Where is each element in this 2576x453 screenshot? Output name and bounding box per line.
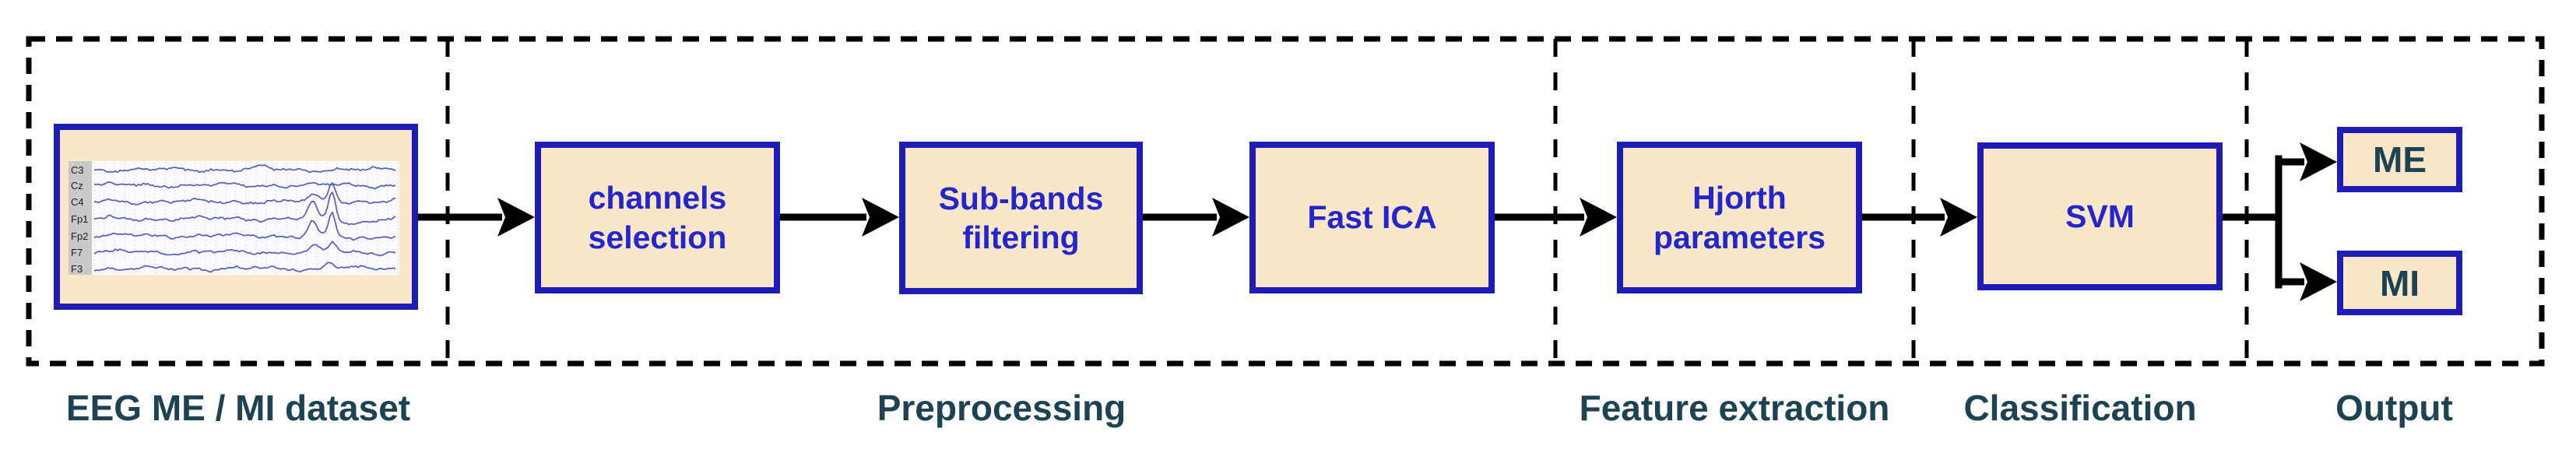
eeg-trace xyxy=(93,241,396,257)
node-output-me: ME xyxy=(2337,127,2462,192)
eeg-channel-label: C3 xyxy=(71,164,84,176)
eeg-trace xyxy=(93,211,396,241)
eeg-trace xyxy=(93,164,396,174)
arrow-dataset-to-channels xyxy=(418,198,535,237)
eeg-trace xyxy=(93,182,396,205)
eeg-channel-label: F7 xyxy=(71,247,83,258)
eeg-trace xyxy=(93,262,396,273)
section-label-feature-extraction: Feature extraction xyxy=(1579,388,1890,428)
node-hjorth-parameters: Hjorth parameters xyxy=(1617,142,1862,293)
arrow-subbands-to-fastica xyxy=(1143,198,1249,237)
eeg-channel-label: Fp1 xyxy=(71,213,89,225)
eeg-trace xyxy=(93,191,396,226)
arrow-svm-branch xyxy=(2223,142,2337,301)
arrow-hjorth-to-svm xyxy=(1862,198,1977,237)
arrow-channels-to-subbands xyxy=(780,198,899,237)
node-fast-ica: Fast ICA xyxy=(1249,142,1495,293)
node-svm: SVM xyxy=(1977,142,2223,290)
eeg-trace xyxy=(94,181,396,190)
pipeline-outer-border xyxy=(26,36,2545,367)
eeg-channel-label: F3 xyxy=(71,263,83,275)
section-label-preprocessing: Preprocessing xyxy=(877,388,1126,428)
eeg-traces xyxy=(93,163,399,273)
node-channels-selection: channels selection xyxy=(535,142,780,293)
section-label-classification: Classification xyxy=(1963,388,2197,428)
arrow-fastica-to-hjorth xyxy=(1495,198,1617,237)
node-subbands-filtering: Sub-bands filtering xyxy=(899,142,1143,294)
section-label-dataset: EEG ME / MI dataset xyxy=(65,388,411,428)
section-label-output: Output xyxy=(2335,388,2453,428)
eeg-channel-label: Cz xyxy=(71,180,83,191)
node-output-mi: MI xyxy=(2337,251,2462,315)
eeg-channel-label: Fp2 xyxy=(71,230,89,242)
eeg-channel-label: C4 xyxy=(71,196,84,208)
